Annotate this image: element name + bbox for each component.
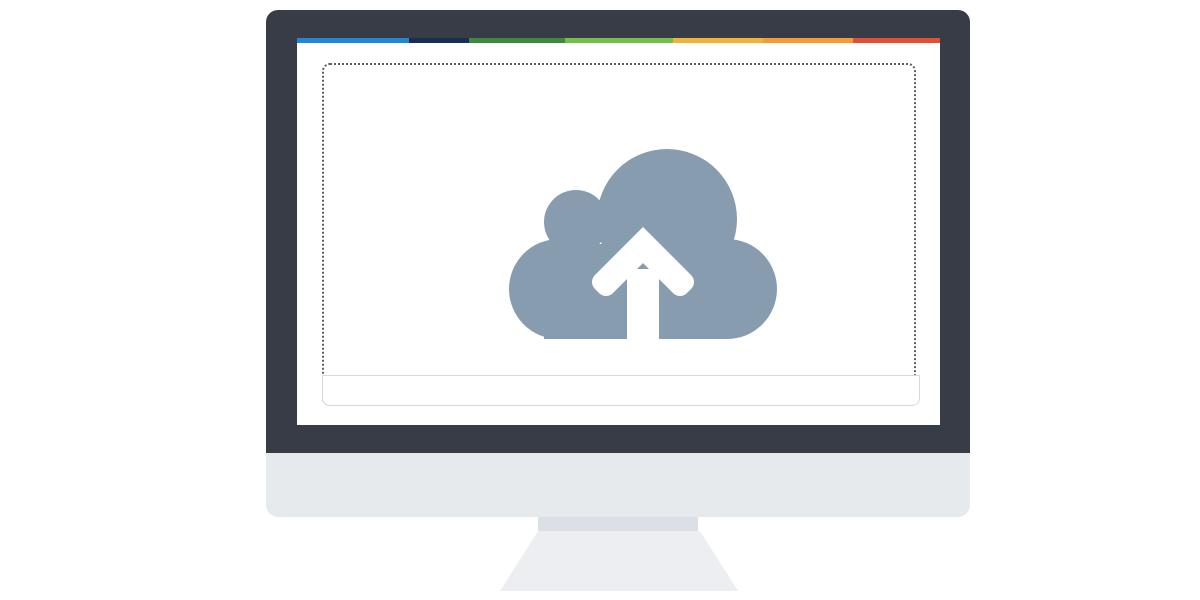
accent-segment-yellow	[673, 38, 763, 43]
accent-segment-orange	[763, 38, 853, 43]
color-accent-bar	[297, 38, 940, 43]
monitor-screen	[297, 38, 940, 425]
accent-segment-red	[853, 38, 940, 43]
accent-segment-lightgreen	[565, 38, 673, 43]
cloud-upload-icon[interactable]	[509, 149, 779, 344]
file-dropzone[interactable]	[322, 63, 916, 406]
monitor-stand	[500, 531, 738, 591]
accent-segment-green	[469, 38, 565, 43]
accent-segment-blue	[297, 38, 409, 43]
monitor-stand-neck	[538, 517, 698, 531]
upload-status-bar	[322, 375, 920, 406]
accent-segment-navy	[409, 38, 469, 43]
monitor-chin	[266, 453, 970, 517]
